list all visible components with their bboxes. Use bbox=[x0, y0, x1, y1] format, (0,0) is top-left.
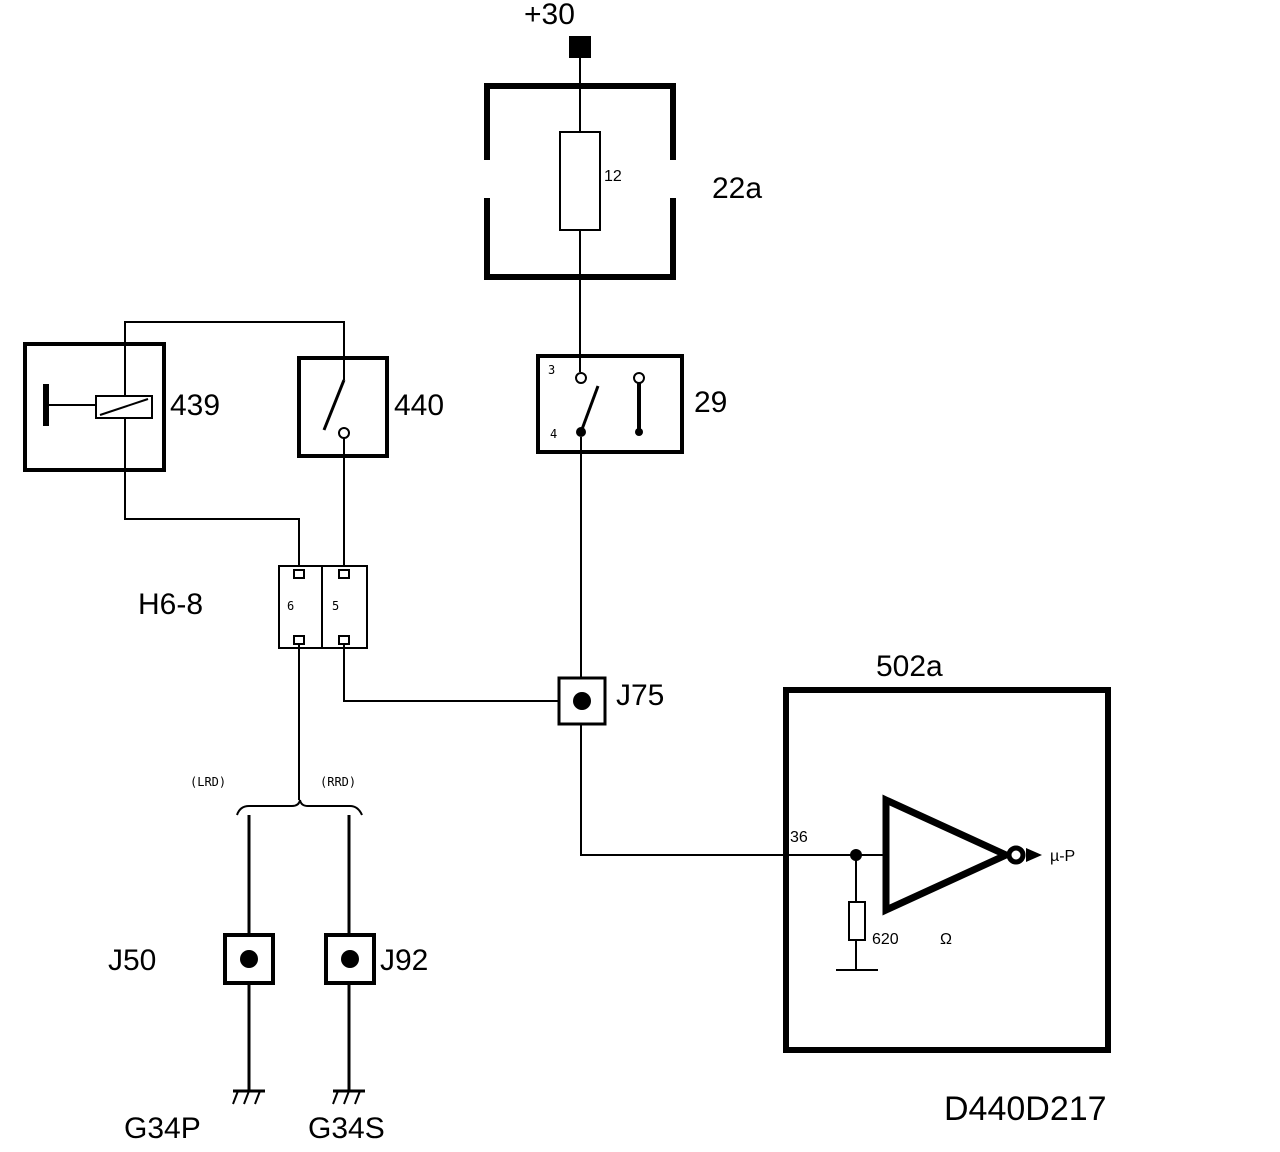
ground-g34s: G34S bbox=[308, 1089, 385, 1145]
junction-j92: J92 bbox=[324, 933, 428, 985]
connector-pin-left: 6 bbox=[287, 599, 294, 613]
supply-terminal: +30 bbox=[524, 0, 591, 58]
ground-right-label: G34S bbox=[308, 1112, 385, 1145]
module-label: 502a bbox=[876, 650, 943, 683]
branch-right-label: (RRD) bbox=[320, 775, 356, 789]
branch-brace: (LRD) (RRD) bbox=[190, 775, 363, 816]
relay-439-label: 439 bbox=[170, 389, 220, 422]
resistor-label: 620 bbox=[872, 931, 899, 948]
junction-j75-label: J75 bbox=[616, 679, 664, 712]
connector-pin-right: 5 bbox=[332, 599, 339, 613]
switch-440: 440 bbox=[297, 356, 444, 458]
fuse-box-22a: 12 22a bbox=[484, 83, 762, 280]
relay-439: 439 bbox=[23, 342, 220, 472]
connector-label: H6-8 bbox=[138, 588, 203, 621]
junction-j75: J75 bbox=[557, 676, 664, 726]
ground-left-label: G34P bbox=[124, 1112, 201, 1145]
supply-label: +30 bbox=[524, 0, 575, 31]
switch-29: 3 4 29 bbox=[536, 354, 727, 454]
junction-j50-label: J50 bbox=[108, 944, 156, 977]
gain-symbol: Ω bbox=[940, 931, 952, 948]
module-502a: 502a 36 620 µ-P Ω bbox=[783, 650, 1111, 1053]
connector-h6-8: 6 5 H6-8 bbox=[138, 565, 368, 649]
switch-29-pin-bottom: 4 bbox=[550, 427, 557, 441]
junction-j92-label: J92 bbox=[380, 944, 428, 977]
junction-j50: J50 bbox=[108, 933, 275, 985]
switch-440-label: 440 bbox=[394, 389, 444, 422]
ground-g34p: G34P bbox=[124, 1089, 265, 1145]
switch-29-label: 29 bbox=[694, 386, 727, 419]
signal-label: µ-P bbox=[1050, 848, 1075, 865]
fuse-number: 12 bbox=[604, 168, 622, 185]
branch-left-label: (LRD) bbox=[190, 775, 226, 789]
switch-29-pin-top: 3 bbox=[548, 363, 555, 377]
fuse-box-label: 22a bbox=[712, 172, 762, 205]
module-pin-label: 36 bbox=[790, 829, 808, 846]
diagram-id: D440D217 bbox=[944, 1090, 1107, 1128]
